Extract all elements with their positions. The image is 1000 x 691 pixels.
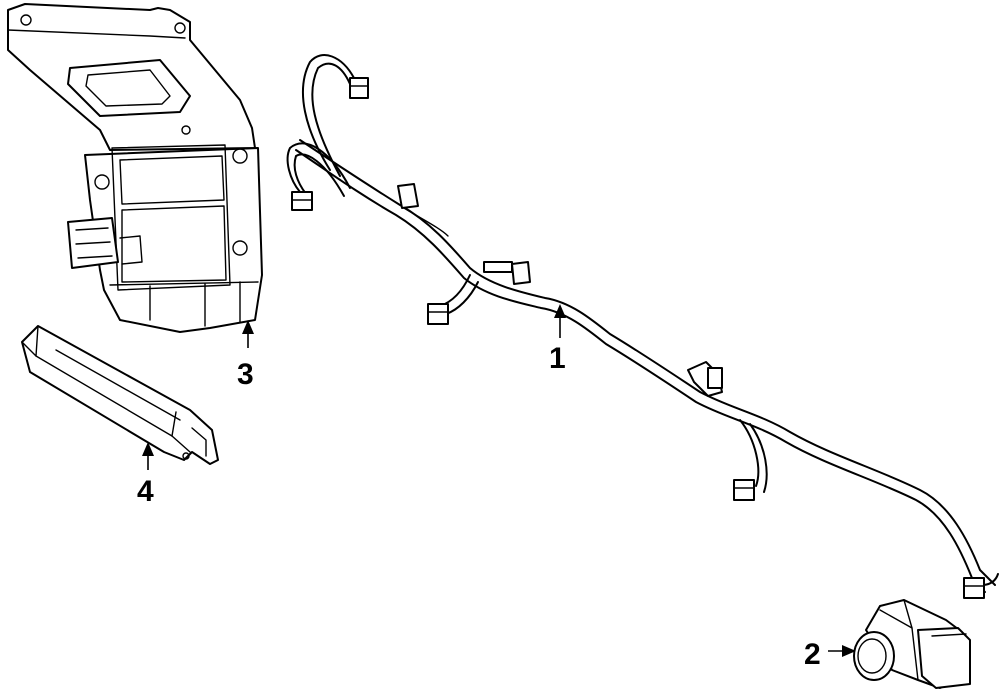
callout-3-label: 3	[237, 358, 254, 391]
callout-4-label: 4	[137, 475, 154, 508]
callout-2-label: 2	[804, 638, 821, 671]
callout-3: 3	[237, 320, 254, 391]
control-module-part	[7, 3, 263, 333]
parking-sensor-part	[853, 599, 971, 689]
callout-4: 4	[137, 442, 154, 508]
callout-1-label: 1	[549, 342, 566, 375]
callout-1: 1	[549, 304, 566, 375]
wiring-harness-part	[286, 54, 999, 599]
antenna-part	[21, 325, 219, 465]
callout-2: 2	[804, 638, 856, 671]
